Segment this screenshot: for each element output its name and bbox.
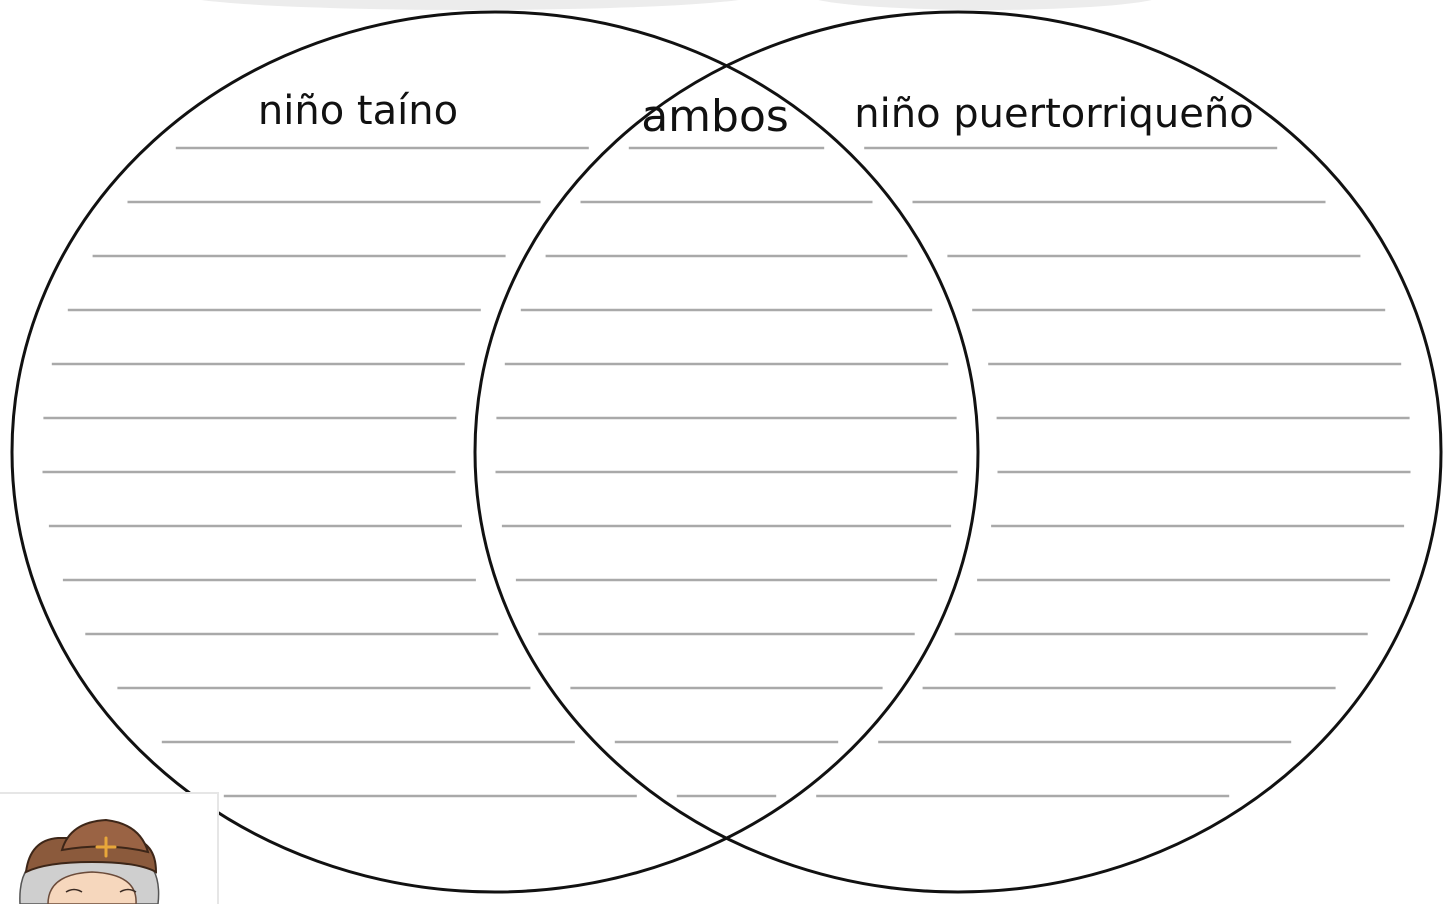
explorer-hat-icon xyxy=(0,794,217,904)
left-circle-label: niño taíno xyxy=(258,88,458,134)
top-shadow-right xyxy=(805,0,1165,10)
explorer-illustration-card xyxy=(0,792,219,904)
left-circle xyxy=(12,12,978,892)
top-shadow-left xyxy=(180,0,760,10)
overlap-label: ambos xyxy=(641,91,789,142)
right-circle-label: niño puertorriqueño xyxy=(854,91,1253,137)
right-circle xyxy=(475,12,1441,892)
writing-lines xyxy=(43,148,1411,796)
